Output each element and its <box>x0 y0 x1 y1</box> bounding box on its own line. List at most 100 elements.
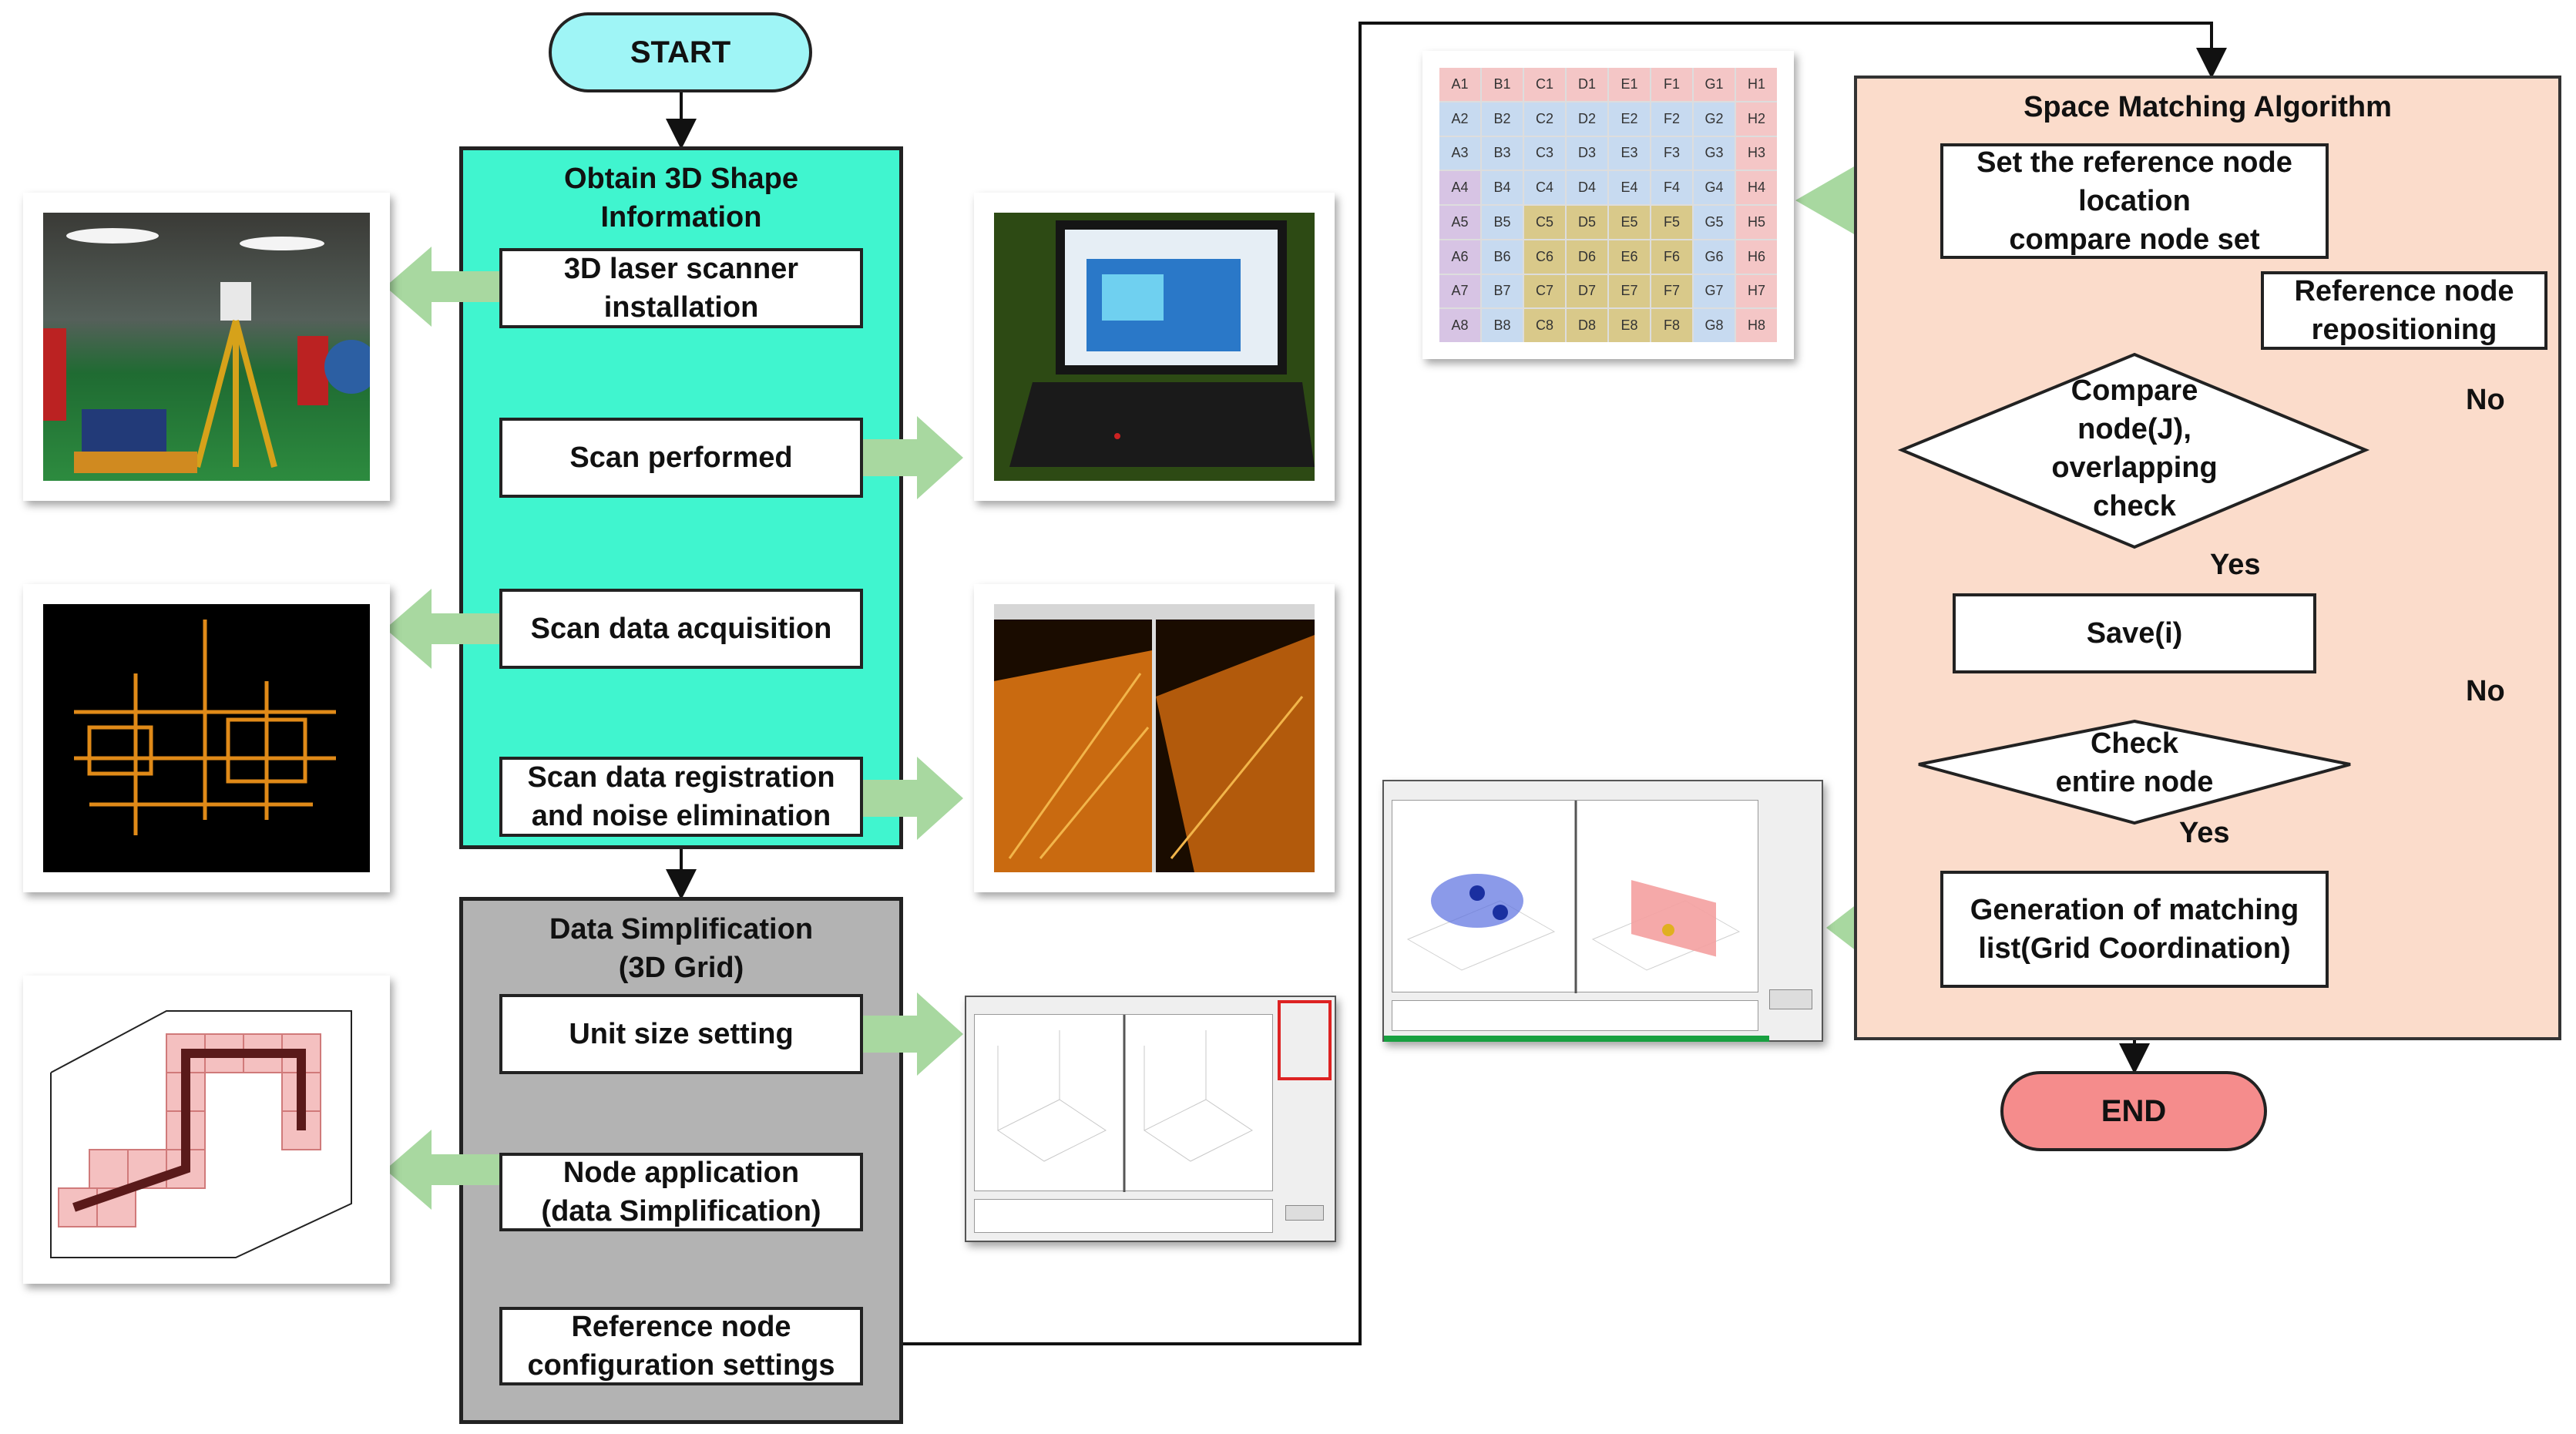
grid-node-cell: G5 <box>1694 206 1735 239</box>
node-application-step: Node application (data Simplification) <box>499 1153 863 1231</box>
grid-node-cell: G7 <box>1694 274 1735 308</box>
grid-node-cell: E7 <box>1609 274 1650 308</box>
grid-node-cell: D1 <box>1567 68 1607 101</box>
no-label-1: No <box>2466 384 2505 416</box>
grid-node-cell: B4 <box>1482 171 1523 204</box>
scan-performed-step: Scan performed <box>499 418 863 498</box>
software-window-empty <box>965 996 1336 1242</box>
grid-node-cell: F8 <box>1651 309 1692 342</box>
reference-repositioning-step: Reference node repositioning <box>2261 271 2547 350</box>
grid-node-cell: F7 <box>1651 274 1692 308</box>
grid-node-cell: G2 <box>1694 102 1735 136</box>
simplification-panel-title: Data Simplification (3D Grid) <box>549 913 814 984</box>
grid-node-cell: F2 <box>1651 102 1692 136</box>
grid-node-cell: A7 <box>1439 274 1480 308</box>
generation-matching-list-step: Generation of matching list(Grid Coordin… <box>1940 871 2329 988</box>
grid-node-cell: H3 <box>1736 136 1777 170</box>
grid-node-cell: B6 <box>1482 240 1523 274</box>
grid-node-cell: C3 <box>1524 136 1565 170</box>
no-label-2: No <box>2466 675 2505 707</box>
end-terminal: END <box>2000 1071 2267 1151</box>
grid-node-cell: H1 <box>1736 68 1777 101</box>
grid-node-cell: C1 <box>1524 68 1565 101</box>
grid-node-cell: F5 <box>1651 206 1692 239</box>
grid-node-cell: D7 <box>1567 274 1607 308</box>
laptop-icon <box>994 213 1315 481</box>
reference-node-config-step: Reference node configuration settings <box>499 1307 863 1385</box>
grid-node-cell: H6 <box>1736 240 1777 274</box>
yes-label-2: Yes <box>2179 817 2230 849</box>
block-arrow-icon <box>385 589 499 669</box>
grid-node-cell: D4 <box>1567 171 1607 204</box>
grid-node-cell: E8 <box>1609 309 1650 342</box>
block-arrow-icon <box>863 757 963 840</box>
scanner-site-photo <box>23 193 390 501</box>
grid-node-cell: G6 <box>1694 240 1735 274</box>
check-decision-diamond <box>1918 719 2351 825</box>
block-arrow-icon <box>385 1130 499 1210</box>
scanner-tripod-icon <box>43 228 370 473</box>
empty-grid-plot-icon <box>997 1015 1253 1192</box>
grid-node-cell: H4 <box>1736 171 1777 204</box>
grid-node-cell: C2 <box>1524 102 1565 136</box>
grid-node-cell: G1 <box>1694 68 1735 101</box>
algorithm-panel-title: Space Matching Algorithm <box>2024 91 2392 123</box>
grid-node-cell: A4 <box>1439 171 1480 204</box>
grid-node-cell: E2 <box>1609 102 1650 136</box>
grid-node-cell: H2 <box>1736 102 1777 136</box>
grid-node-cell: A1 <box>1439 68 1480 101</box>
registration-photo <box>974 584 1335 892</box>
grid-node-cell: H5 <box>1736 206 1777 239</box>
grid-node-cell: C6 <box>1524 240 1565 274</box>
grid-node-cell: F4 <box>1651 171 1692 204</box>
end-label: END <box>2101 1093 2167 1128</box>
grid-node-cell: B1 <box>1482 68 1523 101</box>
matching-result-plot-icon <box>1406 801 1741 993</box>
registration-noise-step: Scan data registration and noise elimina… <box>499 757 863 837</box>
grid-node-cell: G3 <box>1694 136 1735 170</box>
grid-node-cell: H8 <box>1736 309 1777 342</box>
grid-node-cell: A6 <box>1439 240 1480 274</box>
check-decision-label: Check entire node <box>2055 727 2214 798</box>
grid-node-cell: G8 <box>1694 309 1735 342</box>
yes-label-1: Yes <box>2210 549 2261 581</box>
block-arrow-icon <box>863 992 963 1076</box>
block-arrow-icon <box>385 247 499 327</box>
grid-node-cell: E6 <box>1609 240 1650 274</box>
grid-node-cell: D8 <box>1567 309 1607 342</box>
point-cloud-photo <box>23 584 390 892</box>
grid-node-cell: B7 <box>1482 274 1523 308</box>
grid-node-cell: B8 <box>1482 309 1523 342</box>
point-cloud-icon <box>74 620 336 835</box>
grid-node-cell: C7 <box>1524 274 1565 308</box>
block-arrow-icon <box>863 416 963 499</box>
grid-node-cell: D6 <box>1567 240 1607 274</box>
grid-node-cell: A5 <box>1439 206 1480 239</box>
grid-node-cell: F3 <box>1651 136 1692 170</box>
grid-node-cell: D2 <box>1567 102 1607 136</box>
grid-node-cell: B3 <box>1482 136 1523 170</box>
grid-node-cell: C8 <box>1524 309 1565 342</box>
compare-decision-label: Compare node(J), overlapping check <box>2051 374 2218 522</box>
grid-node-cell: C5 <box>1524 206 1565 239</box>
grid-node-cell: E3 <box>1609 136 1650 170</box>
grid-node-cell: B2 <box>1482 102 1523 136</box>
scanner-installation-step: 3D laser scanner installation <box>499 248 863 328</box>
compare-decision-diamond <box>1897 352 2370 549</box>
start-label: START <box>630 35 731 69</box>
save-step: Save(i) <box>1953 593 2316 673</box>
software-window-result <box>1382 780 1823 1042</box>
set-reference-node-step: Set the reference node location compare … <box>1940 143 2329 259</box>
grid-node-cell: E1 <box>1609 68 1650 101</box>
start-terminal: START <box>549 12 812 92</box>
grid-node-cell: H7 <box>1736 274 1777 308</box>
grid-node-cell: G4 <box>1694 171 1735 204</box>
grid-node-cell: E5 <box>1609 206 1650 239</box>
registered-cloud-icon <box>994 604 1315 872</box>
grid-node-cell: F1 <box>1651 68 1692 101</box>
unit-size-step: Unit size setting <box>499 994 863 1074</box>
grid-node-cell: A8 <box>1439 309 1480 342</box>
